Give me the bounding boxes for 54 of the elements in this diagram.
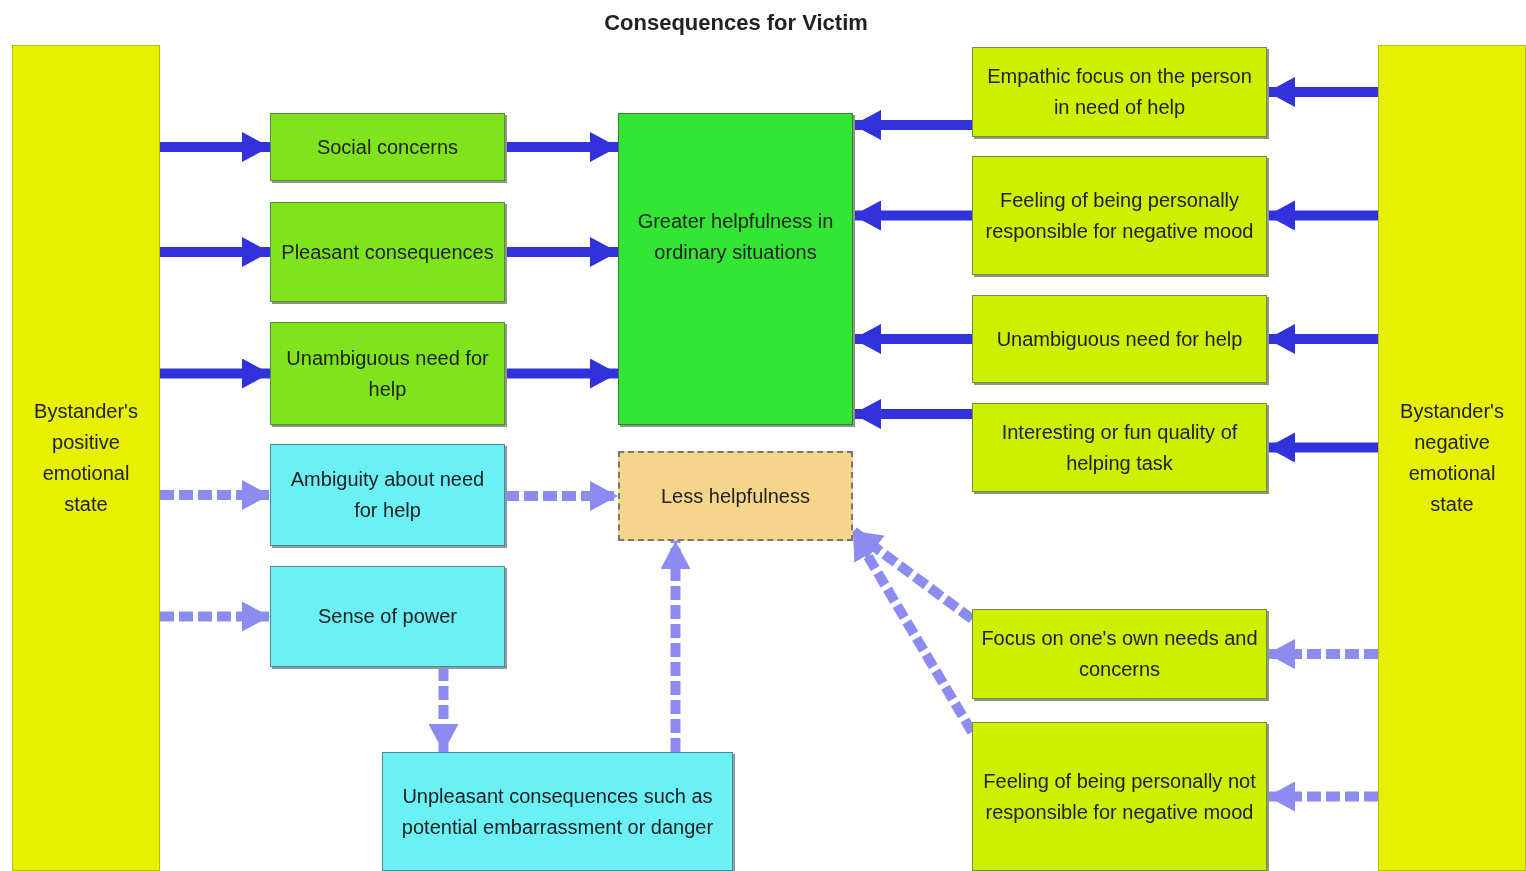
factor-box: [270, 202, 505, 302]
factor-box: [972, 295, 1267, 383]
factor-box: [972, 722, 1267, 871]
arrow: [853, 110, 972, 140]
arrow: [505, 358, 618, 389]
node-label: Unambiguous need for help: [996, 326, 1243, 352]
factor-box: [972, 156, 1267, 275]
arrow: [160, 132, 270, 162]
arrow: [160, 601, 270, 632]
node-label: Bystander's negative emotional state: [1399, 399, 1505, 517]
node-label: Sense of power: [318, 604, 457, 629]
factor-box: [972, 609, 1267, 699]
outcome-box: [618, 113, 853, 425]
arrow: [853, 200, 972, 231]
node-label: Unambiguous need for help: [285, 345, 490, 402]
arrow: [660, 541, 691, 752]
state-bar: [12, 45, 160, 871]
node-label: Focus on one's own needs and concerns: [981, 626, 1258, 682]
node-label: Social concerns: [316, 134, 459, 160]
arrow: [1267, 432, 1378, 463]
arrow: [1267, 200, 1378, 231]
factor-box: [382, 752, 733, 871]
node-label: Unpleasant consequences such as potential embarrassment or danger: [400, 783, 715, 840]
node-label: Feeling of being personally responsible for negative mood: [984, 187, 1255, 244]
state-bar: [1378, 45, 1526, 871]
node-label: Bystander's positive emotional state: [33, 399, 139, 517]
node-label: Empathic focus on the person in need of help: [986, 64, 1253, 120]
arrow: [1267, 781, 1378, 812]
arrow: [1267, 77, 1378, 107]
factor-box: [270, 444, 505, 546]
node-label: Interesting or fun quality of helping task: [1000, 419, 1239, 476]
arrow: [853, 324, 972, 354]
arrow: [505, 237, 618, 267]
arrow: [1267, 324, 1378, 354]
arrow: [160, 237, 270, 267]
node-label: Ambiguity about need for help: [289, 467, 486, 523]
factor-box: [270, 566, 505, 667]
node-label: Less helpfulness: [661, 483, 810, 509]
node-label: Pleasant consequences: [281, 239, 494, 265]
diagram-title: Consequences for Victim: [603, 9, 869, 37]
arrow: [505, 481, 618, 511]
node-label: Feeling of being personally not responsible for negative mood: [982, 768, 1257, 825]
arrow: [428, 667, 459, 752]
factor-box: [972, 403, 1267, 492]
factor-box: [270, 113, 505, 181]
node-label: Greater helpfulness in ordinary situations: [636, 209, 835, 265]
factor-box: [270, 322, 505, 425]
arrow: [853, 399, 972, 429]
arrow: [1267, 639, 1378, 669]
arrow: [505, 132, 618, 162]
arrow: [160, 358, 270, 389]
outcome-box: [618, 451, 853, 541]
arrow: [160, 480, 270, 510]
factor-box: [972, 47, 1267, 137]
